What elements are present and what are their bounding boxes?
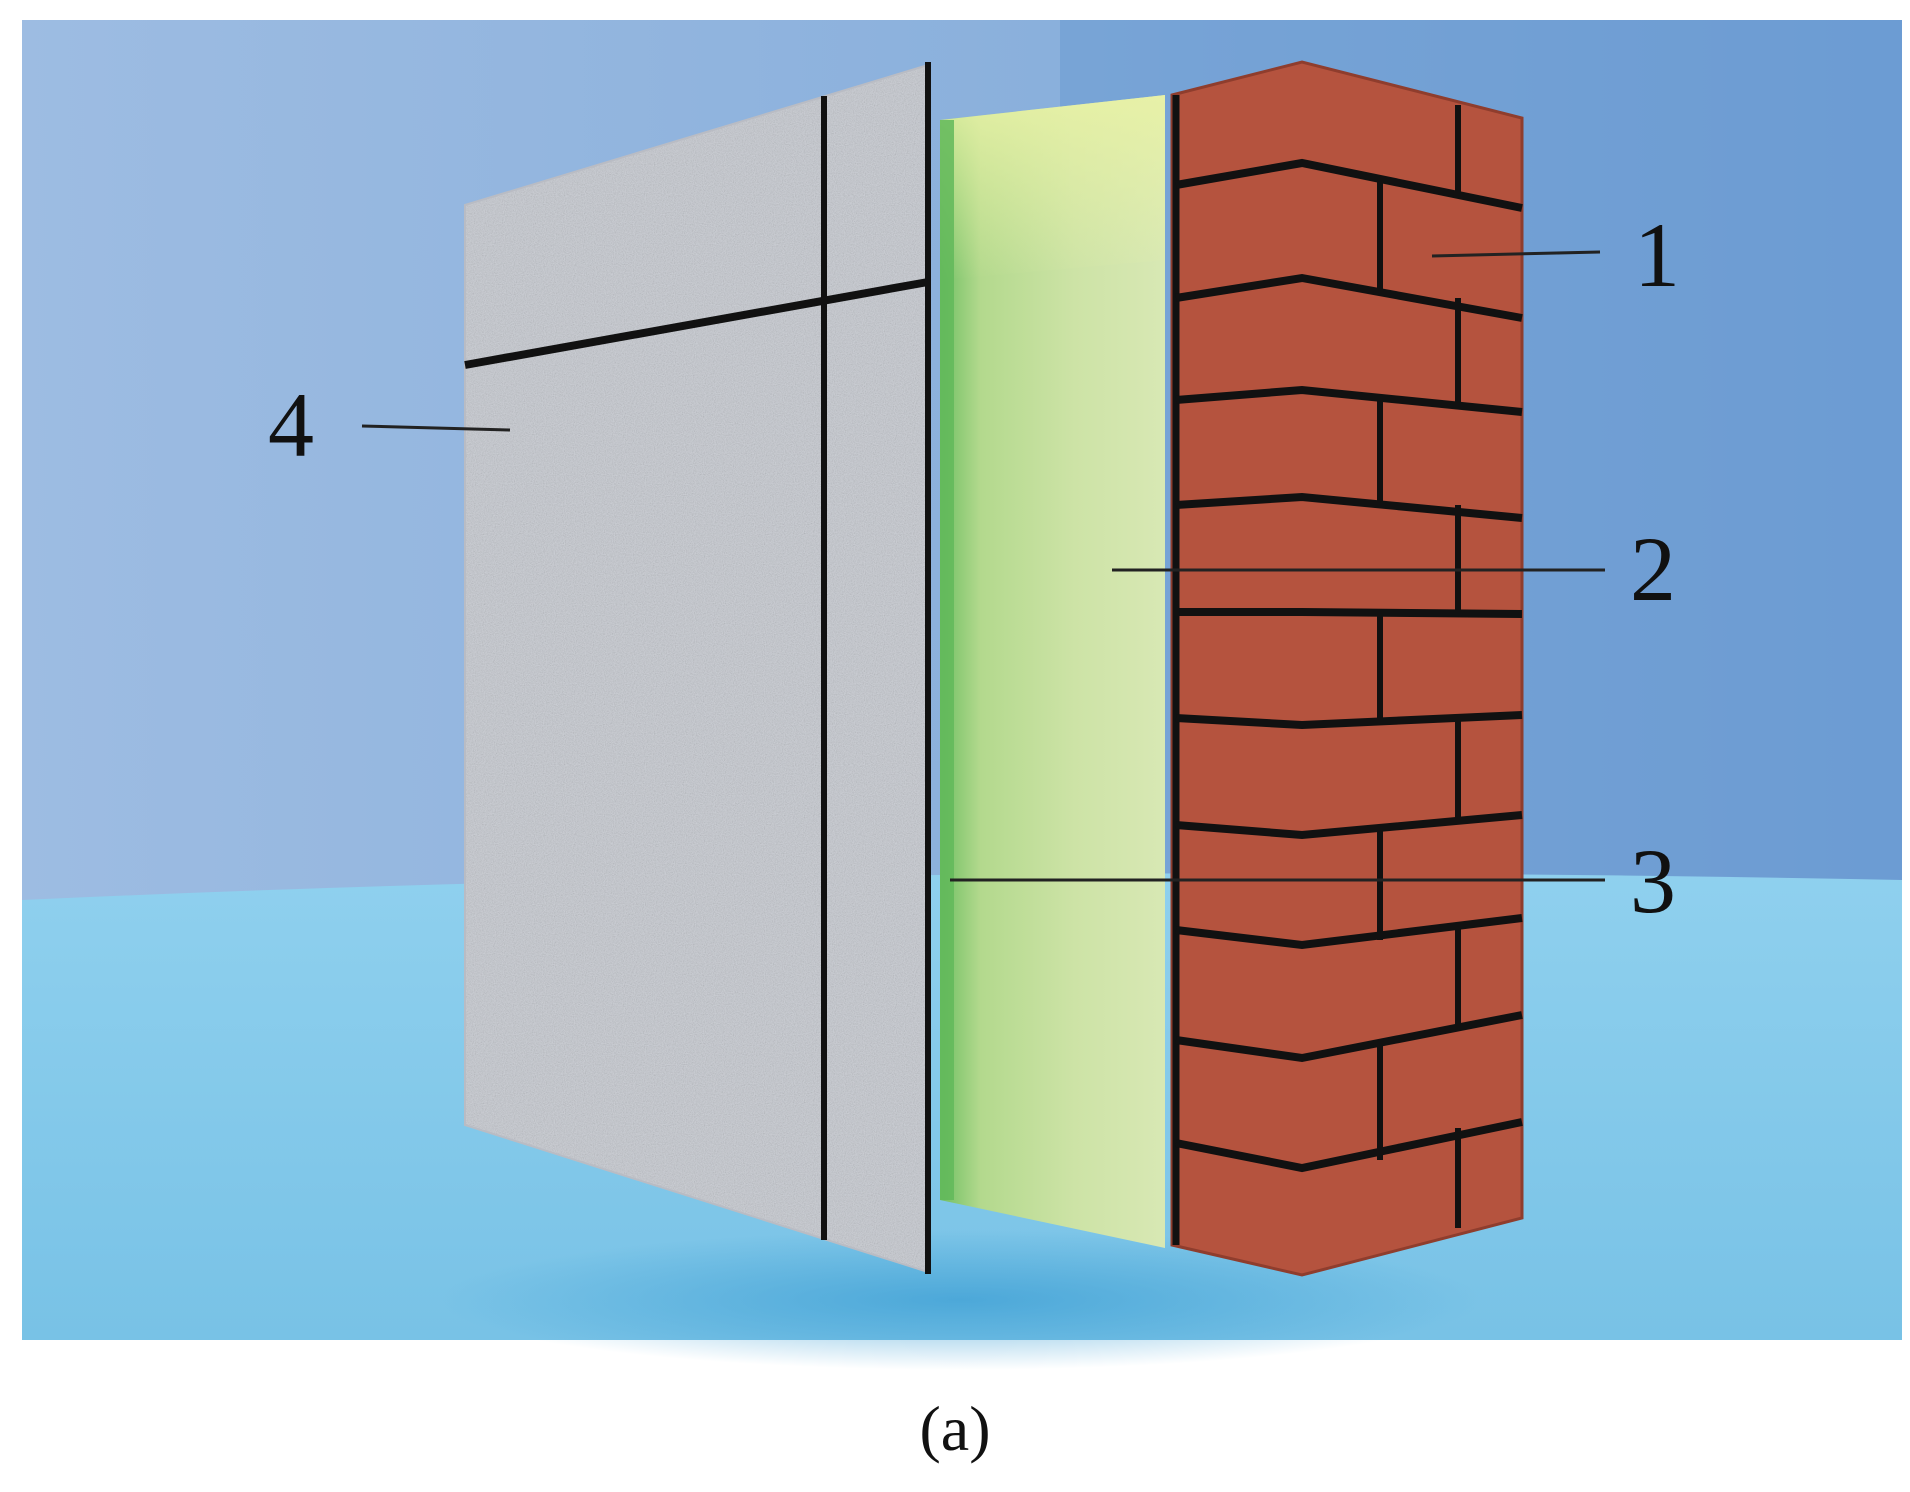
brick-wall bbox=[1170, 60, 1524, 1277]
label-brick-wall: 1 bbox=[1634, 204, 1680, 306]
insulation-layer bbox=[940, 95, 1165, 1248]
leader-line-1 bbox=[1431, 250, 1601, 258]
leader-line-4 bbox=[361, 424, 511, 432]
label-insulation-layer: 2 bbox=[1630, 518, 1676, 620]
figure-caption: (a) bbox=[919, 1393, 991, 1464]
label-adhesive-layer: 3 bbox=[1630, 830, 1676, 932]
label-render-panel: 4 bbox=[268, 374, 314, 476]
leader-lines bbox=[361, 250, 1605, 882]
render-panel bbox=[464, 62, 931, 1274]
